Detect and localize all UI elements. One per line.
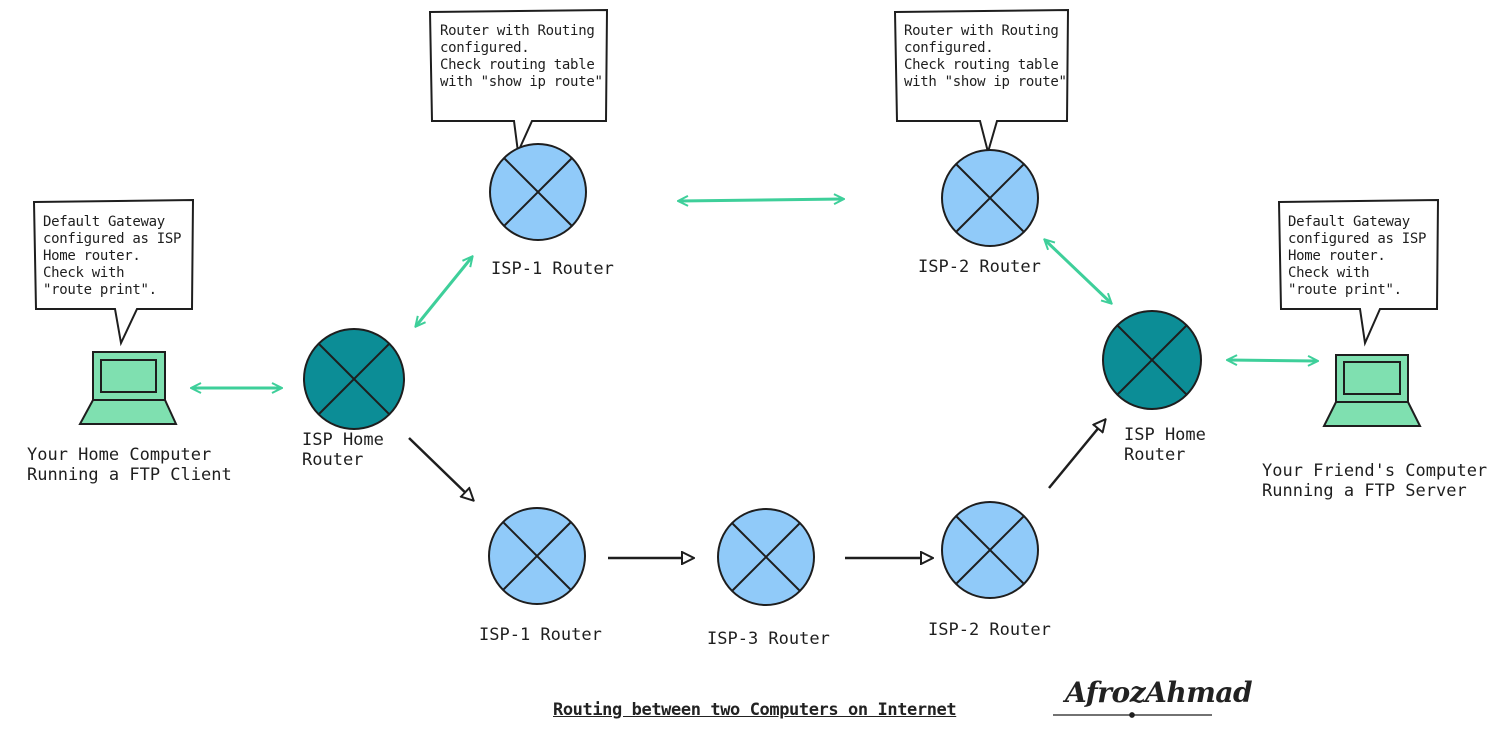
callout-line: Default Gateway [1288,214,1410,230]
label-isp1-top: ISP-1 Router [491,259,614,279]
label-friend-computer: Your Friend's Computer Running a FTP Ser… [1262,461,1487,501]
callout-isp1-top [428,8,609,156]
callout-friend-right [1277,198,1440,347]
callout-line: configured. [904,40,994,56]
callout-line: Check routing table [440,57,595,73]
label-line: Your Friend's Computer [1262,461,1488,481]
callout-line: Home router. [1288,248,1386,264]
callout-line: "route print". [1288,282,1402,298]
callout-line: Check routing table [904,57,1059,73]
callout-home-left [32,198,195,347]
label-isp-home-left: ISP Home Router [302,430,384,470]
label-line: Router [1124,445,1186,465]
label-isp1-bottom: ISP-1 Router [479,625,602,645]
label-line: Router [302,450,364,470]
router-icon-isp-home-left [303,328,405,430]
callout-isp1-top-text: Router with Routing configured. Check ro… [440,23,603,91]
callout-home-left-text: Default Gateway configured as ISP Home r… [43,214,182,299]
link-isp2-to-isp-home-right [1045,240,1111,303]
callout-line: with "show ip route" [440,74,603,90]
signature-underline [1053,712,1212,718]
author-signature: AfrozAhmad [1065,676,1253,709]
callout-line: configured as ISP [1288,231,1427,247]
router-icon-isp2-bottom [941,501,1039,599]
callout-line: Router with Routing [440,23,595,39]
callout-line: configured. [440,40,530,56]
label-isp-home-right: ISP Home Router [1124,425,1206,465]
label-isp2-bottom: ISP-2 Router [928,620,1051,640]
path-isp2-bottom-to-isp-home-right [1048,420,1105,489]
label-line: ISP Home [1124,425,1206,445]
diagram-caption: Routing between two Computers on Interne… [553,700,957,720]
laptop-icon-friend [1322,354,1422,427]
label-home-computer: Your Home Computer Running a FTP Client [27,445,232,485]
callout-isp2-top-text: Router with Routing configured. Check ro… [904,23,1067,91]
label-isp2-top: ISP-2 Router [918,257,1041,277]
callout-isp2-top [893,8,1070,156]
label-line: Running a FTP Server [1262,481,1467,501]
label-line: Your Home Computer [27,445,212,465]
label-line: ISP Home [302,430,384,450]
callout-line: Router with Routing [904,23,1059,39]
router-icon-isp2-top [941,149,1039,247]
label-isp3-bottom: ISP-3 Router [707,629,830,649]
callout-line: "route print". [43,282,157,298]
path-isp-home-to-isp1-bottom [408,437,473,500]
router-icon-isp1-bottom [488,507,586,605]
link-isp-home-right-to-friend [1228,360,1317,361]
router-icon-isp1-top [489,143,587,241]
link-isp1-to-isp2 [679,199,843,201]
callout-line: configured as ISP [43,231,182,247]
link-isp-home-to-isp1 [416,257,472,326]
laptop-icon-home [78,351,178,425]
callout-line: Default Gateway [43,214,165,230]
label-line: Running a FTP Client [27,465,232,485]
callout-line: Home router. [43,248,141,264]
router-icon-isp3-bottom [717,508,815,606]
callout-line: with "show ip route" [904,74,1067,90]
router-icon-isp-home-right [1102,310,1202,410]
callout-friend-right-text: Default Gateway configured as ISP Home r… [1288,214,1427,299]
callout-line: Check with [43,265,125,281]
callout-line: Check with [1288,265,1370,281]
